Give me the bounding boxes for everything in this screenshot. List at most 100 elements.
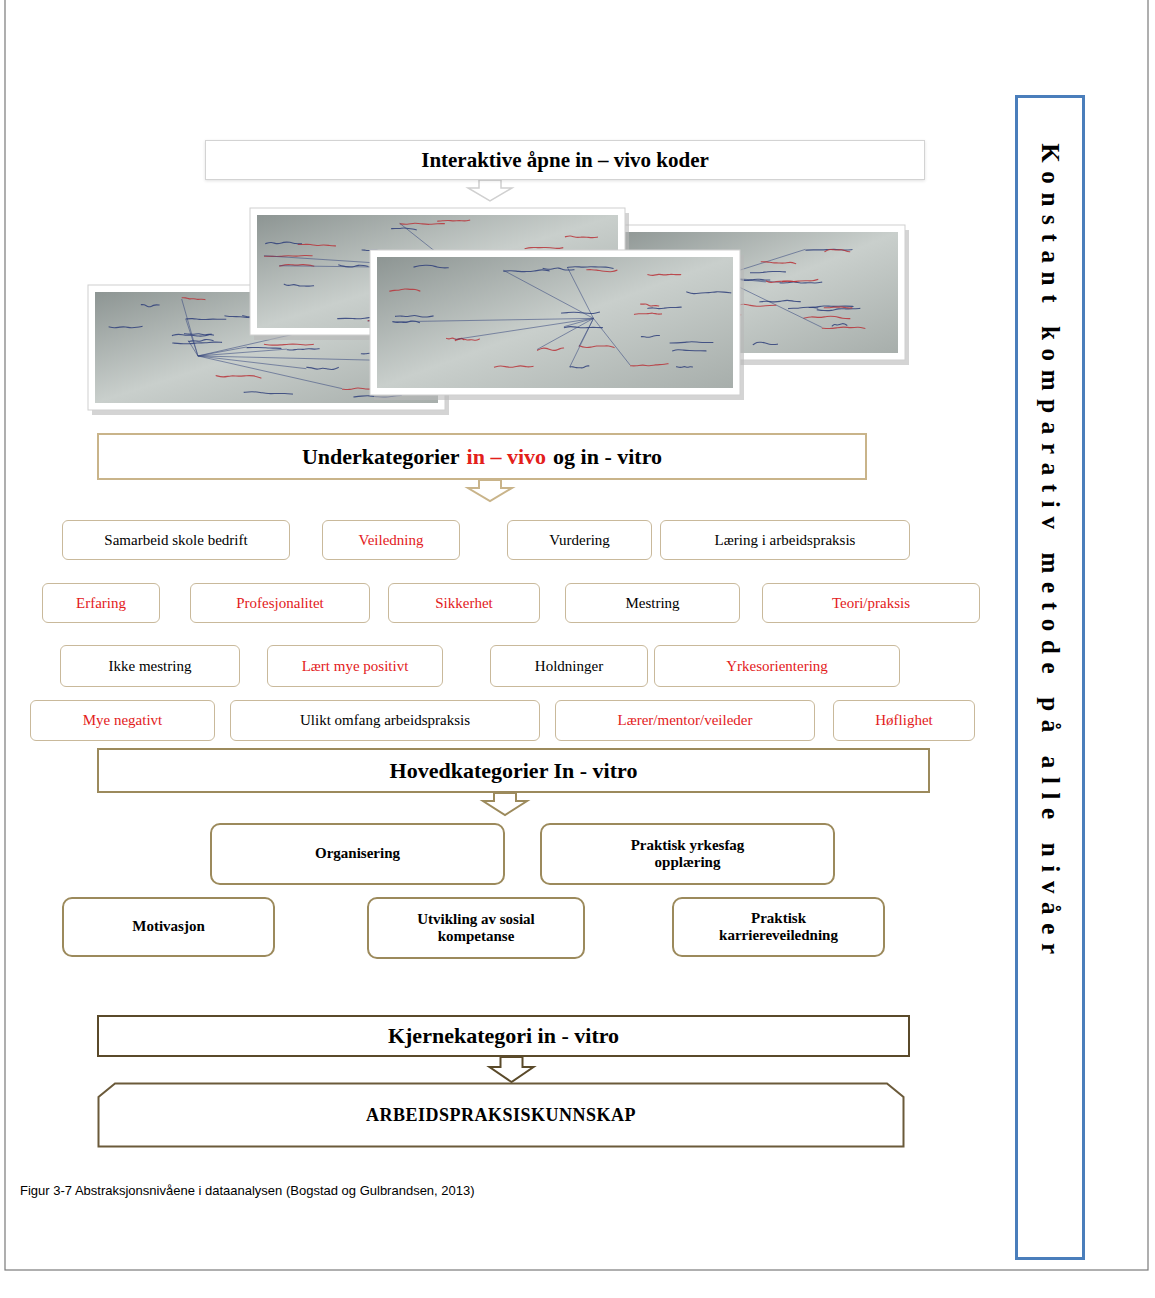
vertical-label: Konstant komparativ metode på alle nivåe… [1036, 143, 1064, 963]
node-label: ARBEIDSPRAKSISKUNNSKAP [366, 1105, 636, 1126]
handwriting-stroke [640, 304, 659, 306]
handwriting-stroke [172, 342, 222, 344]
subcategory-box: Ulikt omfang arbeidspraksis [230, 700, 540, 741]
node-label: Organisering [315, 845, 400, 862]
mindmap-line [570, 318, 594, 367]
handwriting-stroke [543, 268, 575, 270]
main-category-box: Utvikling av sosial kompetanse [367, 897, 585, 959]
handwriting-stroke [579, 346, 615, 348]
node-label: Ulikt omfang arbeidspraksis [300, 712, 470, 729]
handwriting-stroke [503, 270, 549, 272]
mindmap-line [567, 267, 593, 318]
subcategory-box: Teori/praksis [762, 583, 980, 623]
node-label: Motivasjon [132, 918, 205, 935]
node-label: og in - vitro [553, 444, 662, 470]
mindmap-line [392, 318, 593, 321]
node-label: Interaktive åpne in – vivo koder [421, 148, 709, 173]
subcategory-box: Ikke mestring [60, 645, 240, 687]
handwriting-stroke [264, 344, 314, 345]
mindmap-line [198, 356, 392, 361]
subcategory-box: Profesjonalitet [190, 583, 370, 623]
main-category-box: Organisering [210, 823, 505, 885]
node-label: Holdninger [535, 658, 603, 675]
handwriting-stroke [779, 282, 822, 283]
handwriting-stroke [817, 308, 861, 310]
subcategory-box: Læring i arbeidspraksis [660, 520, 910, 560]
handwriting-stroke [759, 300, 800, 301]
node-label: Profesjonalitet [236, 595, 323, 612]
subcategory-box: Veiledning [322, 520, 460, 560]
node-label: Ikke mestring [109, 658, 192, 675]
node-label: Utvikling av sosial kompetanse [401, 911, 551, 946]
core-category-box: ARBEIDSPRAKSISKUNNSKAP [97, 1082, 905, 1148]
down-chevron [483, 793, 527, 815]
photo-shadow [374, 255, 744, 400]
node-label: Teori/praksis [832, 595, 910, 612]
figure-caption: Figur 3-7 Abstraksjonsnivåene i dataanal… [20, 1183, 475, 1198]
handwriting-stroke [537, 348, 564, 351]
node-label: Høflighet [875, 712, 933, 729]
handwriting-stroke [647, 274, 681, 275]
node-label: Praktisk yrkesfag opplæring [613, 837, 763, 872]
handwriting-stroke [437, 220, 470, 221]
handwriting-stroke [525, 247, 564, 248]
handwriting-stroke [824, 306, 853, 308]
node-label: Læring i arbeidspraksis [715, 532, 856, 549]
handwriting-stroke [284, 284, 314, 286]
node-label: in – vivo [467, 444, 546, 470]
down-chevron [468, 480, 512, 501]
photo-image [377, 257, 733, 388]
whiteboard-photo [370, 250, 744, 400]
mindmap-line [564, 318, 594, 326]
handwriting-stroke [109, 326, 143, 327]
method-band: Konstant komparativ metode på alle nivåe… [1015, 95, 1085, 1260]
handwriting-stroke [265, 242, 302, 244]
whiteboard-photos [88, 208, 909, 415]
handwriting-stroke [184, 334, 214, 336]
subcategory-box: Holdninger [490, 645, 648, 687]
handwriting-stroke [630, 364, 668, 366]
handwriting-stroke [186, 318, 227, 320]
subcategory-box: Mye negativt [30, 700, 215, 741]
node-label: Vurdering [549, 532, 610, 549]
mindmap-line [503, 270, 593, 318]
mindmap-line [198, 347, 247, 356]
handwriting-stroke [809, 306, 854, 308]
node-label: Veiledning [359, 532, 424, 549]
photo-frame [370, 250, 740, 395]
handwriting-stroke [676, 366, 693, 368]
node-label: Erfaring [76, 595, 126, 612]
handwriting-stroke [586, 270, 617, 272]
handwriting-stroke [753, 342, 778, 345]
header-box: Underkategorier in – vivo og in - vitro [97, 433, 867, 480]
handwriting-stroke [391, 228, 417, 230]
node-label: Hovedkategorier In - vitro [390, 758, 638, 784]
handwriting-stroke [494, 366, 534, 367]
handwriting-stroke [822, 327, 865, 328]
subcategory-box: Høflighet [833, 700, 975, 741]
handwriting-stroke [188, 339, 213, 341]
handwriting-stroke [766, 281, 797, 283]
subcategory-box: Lærer/mentor/veileder [555, 700, 815, 741]
node-label: Lært mye positivt [302, 658, 409, 675]
mindmap-line [579, 318, 594, 346]
node-label: Mye negativt [83, 712, 163, 729]
handwriting-stroke [804, 316, 851, 318]
node-label: Mestring [625, 595, 679, 612]
block-arrow [490, 1057, 534, 1082]
down-chevron [468, 180, 512, 201]
handwriting-stroke [182, 298, 206, 300]
handwriting-stroke [564, 327, 603, 328]
page-frame [5, 0, 1148, 1270]
node-label: Lærer/mentor/veileder [618, 712, 753, 729]
handwriting-stroke [647, 307, 681, 309]
handwriting-stroke [395, 315, 434, 317]
handwriting-stroke [244, 392, 293, 394]
node-label: Underkategorier [302, 444, 460, 470]
handwriting-stroke [400, 223, 445, 224]
node-label: Yrkesorientering [726, 658, 828, 675]
handwriting-stroke [141, 305, 160, 307]
node-label: Samarbeid skole bedrift [104, 532, 247, 549]
handwriting-stroke [750, 271, 786, 272]
